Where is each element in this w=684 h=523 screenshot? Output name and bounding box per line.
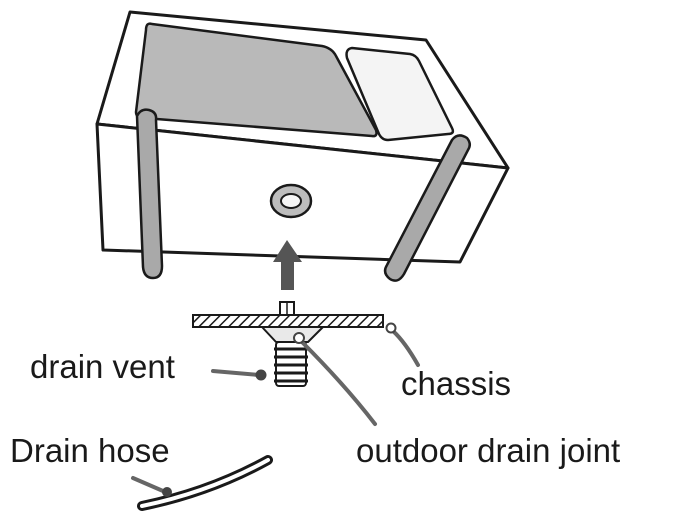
label-drain-hose: Drain hose <box>10 432 170 469</box>
drain-vent-assembly <box>192 301 384 387</box>
leader-dot-chassis <box>385 322 397 334</box>
unit-large-tray <box>134 22 378 138</box>
leader-drain-vent <box>211 369 261 377</box>
label-outdoor-drain-joint: outdoor drain joint <box>356 432 620 469</box>
drain-outlet-hole-inner <box>280 193 302 209</box>
leader-dot-outdoor-drain-joint <box>293 332 305 344</box>
leader-drain-hose <box>131 476 165 493</box>
up-arrow-icon <box>273 240 302 290</box>
mounting-leg-left <box>135 108 164 280</box>
leader-lines <box>131 322 420 497</box>
label-chassis: chassis <box>401 365 511 402</box>
outdoor-unit <box>95 10 510 282</box>
chassis-plate <box>192 314 384 328</box>
unit-small-tray <box>345 46 455 142</box>
leader-dot-drain-hose <box>162 487 172 497</box>
leader-chassis <box>391 329 420 367</box>
mounting-leg-right <box>383 134 471 282</box>
label-drain-vent: drain vent <box>30 348 175 385</box>
leader-dot-drain-vent <box>255 369 267 381</box>
leader-outdoor-drain-joint <box>300 340 377 426</box>
drain-vent-flange <box>261 326 324 343</box>
